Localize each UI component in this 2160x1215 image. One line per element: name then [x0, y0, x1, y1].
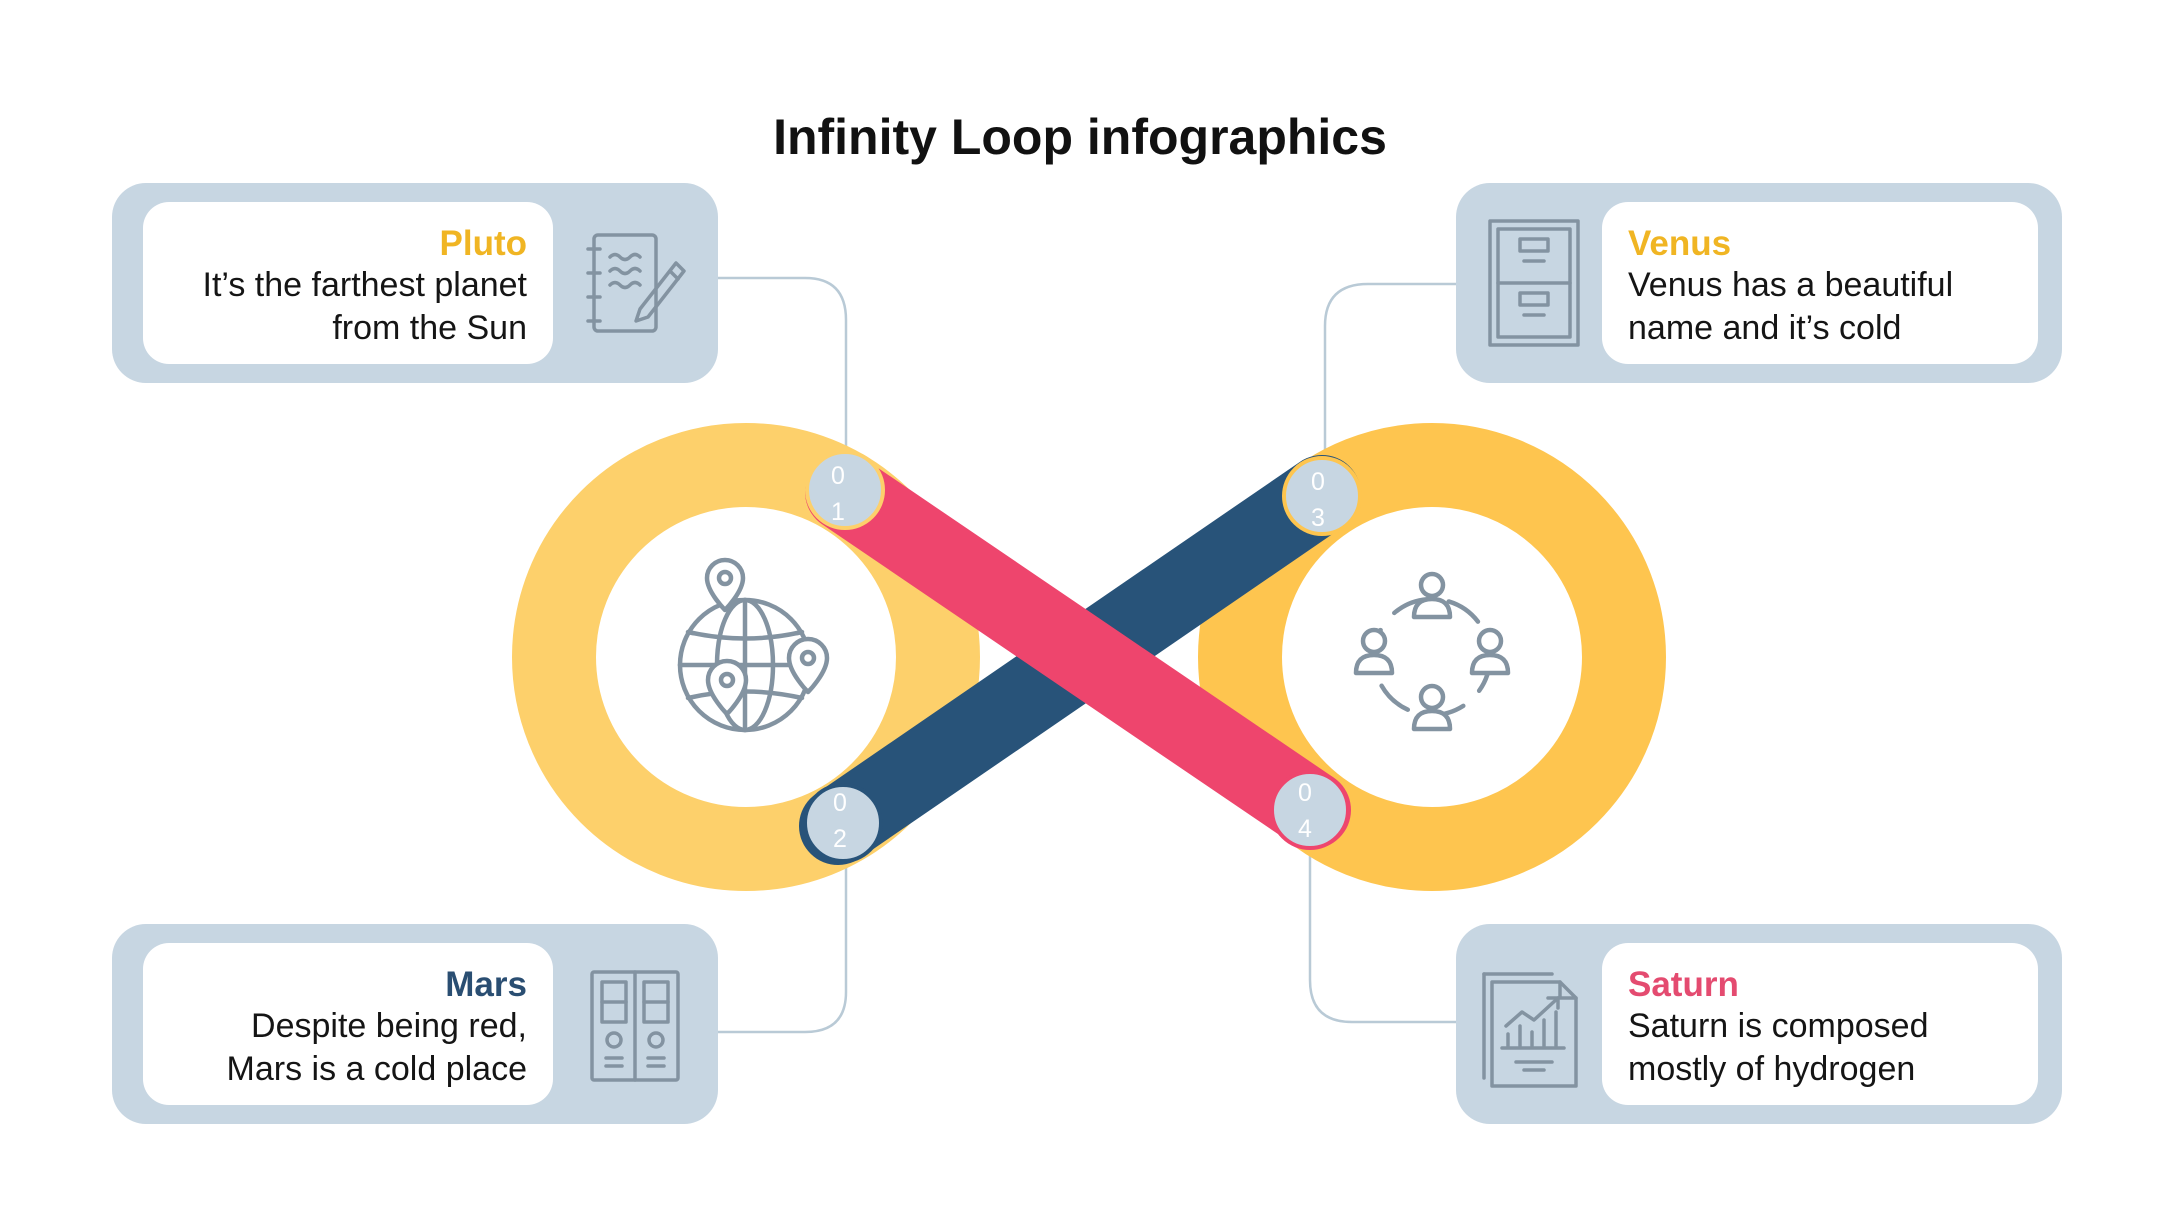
badge-01-digit-1: 0: [831, 462, 845, 490]
lockers-icon: [580, 964, 690, 1084]
connector-saturn: [1308, 822, 1456, 1024]
notebook-pen-icon: [580, 223, 690, 343]
card-mars-text: Despite being red, Mars is a cold place: [226, 1007, 527, 1088]
pink-band: [805, 453, 1351, 849]
report-chart-icon: [1476, 962, 1586, 1088]
card-mars: Mars Despite being red, Mars is a cold p…: [112, 924, 718, 1124]
badge-02: 0 2: [803, 783, 883, 863]
connector-lines: [718, 276, 1456, 1034]
connector-venus: [1323, 282, 1456, 478]
badge-02-digit-2: 2: [833, 825, 847, 853]
badge-04: 0 4: [1270, 770, 1350, 850]
badge-03-digit-2: 3: [1311, 504, 1325, 532]
card-mars-heading: Mars: [445, 965, 527, 1004]
card-pluto-heading: Pluto: [439, 224, 527, 263]
card-mars-content: Mars Despite being red, Mars is a cold p…: [143, 943, 553, 1105]
card-pluto-text: It’s the farthest planet from the Sun: [202, 266, 527, 347]
connector-pluto: [718, 276, 848, 470]
left-ring: [512, 423, 980, 891]
card-venus-heading: Venus: [1628, 224, 1732, 263]
badge-03-digit-1: 0: [1311, 468, 1325, 496]
card-saturn-text: Saturn is composed mostly of hydrogen: [1628, 1007, 1929, 1088]
people-network-icon: [1353, 571, 1511, 732]
card-venus: Venus Venus has a beautiful name and it’…: [1456, 183, 2062, 383]
connector-mars: [718, 830, 848, 1034]
card-saturn-content: Saturn Saturn is composed mostly of hydr…: [1602, 943, 2038, 1105]
badge-01: 0 1: [805, 450, 885, 530]
badge-03: 0 3: [1282, 456, 1362, 536]
card-pluto-content: Pluto It’s the farthest planet from the …: [143, 202, 553, 364]
globe-location-icon: [677, 557, 830, 733]
card-saturn: Saturn Saturn is composed mostly of hydr…: [1456, 924, 2062, 1124]
card-venus-text: Venus has a beautiful name and it’s cold: [1628, 266, 1954, 347]
badge-04-digit-1: 0: [1298, 779, 1312, 807]
right-ring: [1198, 423, 1666, 891]
page-title: Infinity Loop infographics: [773, 109, 1387, 165]
badge-04-digit-2: 4: [1298, 815, 1312, 843]
card-pluto: Pluto It’s the farthest planet from the …: [112, 183, 718, 383]
file-cabinet-icon: [1476, 217, 1586, 347]
card-venus-content: Venus Venus has a beautiful name and it’…: [1602, 202, 2038, 364]
badge-01-digit-2: 1: [831, 498, 845, 526]
badge-02-digit-1: 0: [833, 789, 847, 817]
card-saturn-heading: Saturn: [1628, 965, 1739, 1004]
